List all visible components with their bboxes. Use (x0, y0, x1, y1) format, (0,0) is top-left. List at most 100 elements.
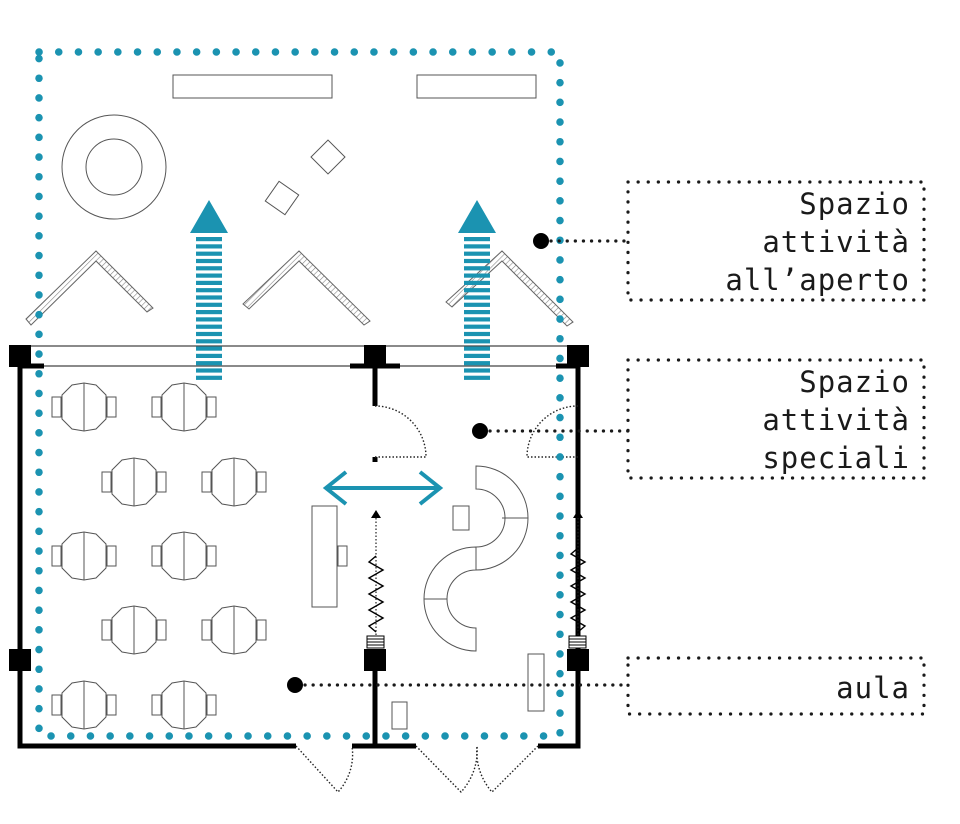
legend-outdoor-line2: attività (762, 225, 910, 259)
arrow-stripe (196, 346, 222, 351)
arrow-stripe (464, 280, 490, 285)
column (9, 649, 31, 671)
arrow-stripe (464, 368, 490, 373)
arrow-stripe (464, 361, 490, 366)
arrow-stripe (464, 375, 490, 380)
tent-structure (25, 250, 154, 326)
legend-special: Spazio attività speciali (472, 358, 926, 480)
arrow-stripe (196, 361, 222, 366)
door-swing (526, 405, 579, 458)
curved-bench (423, 546, 477, 652)
up-arrow-icon (458, 200, 496, 380)
arrow-stripe (196, 368, 222, 373)
tent-structure (242, 250, 371, 326)
arrow-stripe (464, 346, 490, 351)
column (364, 649, 386, 671)
door-swing (374, 405, 427, 458)
desk-group (51, 382, 117, 432)
arrow-stripe (196, 237, 222, 242)
column (9, 345, 31, 367)
legend: Spazio attività all’aperto Spazio attivi… (287, 180, 926, 716)
legend-special-line2: attività (762, 403, 910, 437)
leader-dot (533, 233, 549, 249)
arrow-stripe (196, 302, 222, 307)
desk-group (51, 531, 117, 581)
legend-outdoor: Spazio attività all’aperto (533, 180, 926, 302)
arrow-stripe (196, 258, 222, 264)
desk-group (101, 457, 167, 507)
folding-partition (367, 555, 385, 633)
desk-group (201, 605, 267, 655)
arrow-stripe (196, 288, 222, 293)
arrow-stripe (464, 310, 490, 315)
column (567, 345, 589, 367)
outdoor-space-boundary (35, 48, 564, 740)
desk-group (51, 680, 117, 730)
arrow-stripe (464, 339, 490, 344)
outdoor-area (25, 74, 574, 327)
curved-bench (475, 465, 529, 571)
folding-partition (569, 547, 587, 633)
desk-group (151, 680, 217, 730)
arrow-stripe (196, 295, 222, 300)
space-boundaries (35, 48, 564, 740)
arrow-stripe (464, 302, 490, 307)
arrow-stripe (196, 317, 222, 322)
desk-group (101, 605, 167, 655)
outdoor-bench (172, 74, 333, 99)
legend-special-line3: speciali (762, 441, 910, 475)
arrow-stripe (196, 339, 222, 344)
folding-partitions (366, 510, 587, 649)
column (364, 345, 386, 367)
legend-box (626, 358, 926, 480)
round-table-inner (85, 138, 143, 196)
arrow-stripe (464, 266, 490, 271)
arrow-stripe (196, 331, 222, 337)
small-table (452, 505, 470, 531)
arrow-stripe (464, 317, 490, 322)
arrow-stripe (196, 280, 222, 285)
double-arrow-icon (322, 470, 444, 506)
arrow-stripe (196, 353, 222, 358)
exterior-wall (17, 356, 296, 749)
legend-classroom-line1: aula (836, 671, 910, 705)
arrow-stripe (464, 237, 490, 242)
legend-classroom: aula (287, 656, 926, 716)
desk-group (201, 457, 267, 507)
arrow-stripe (196, 324, 222, 329)
classroom-desks (51, 382, 348, 730)
leader-dot (472, 423, 488, 439)
track-arrow-icon (573, 510, 583, 518)
door-swing (295, 745, 354, 794)
arrow-stripe (464, 244, 490, 249)
legend-outdoor-line1: Spazio (799, 187, 910, 221)
legend-box (626, 180, 926, 302)
legend-box (626, 656, 926, 716)
track-arrow-icon (371, 510, 381, 518)
arrow-stripe (464, 251, 490, 256)
desk-group (151, 382, 217, 432)
exterior-wall (538, 356, 581, 749)
outdoor-stool (310, 139, 346, 175)
arrow-stripe (196, 266, 222, 271)
special-activities-furniture (391, 465, 545, 730)
arrow-stripe (196, 310, 222, 315)
teacher-desk (311, 505, 338, 608)
flow-arrows (190, 200, 496, 506)
teacher-chair (337, 545, 348, 567)
doors (295, 405, 579, 794)
door-swing (476, 745, 539, 794)
column (567, 649, 589, 671)
arrow-stripe (464, 258, 490, 264)
up-arrow-icon (190, 200, 228, 380)
arrow-stripe (464, 273, 490, 278)
legend-special-line1: Spazio (799, 365, 910, 399)
arrow-stripe (196, 273, 222, 278)
outdoor-bench (416, 74, 537, 99)
round-table (61, 114, 167, 220)
arrow-stripe (196, 375, 222, 380)
small-cabinet (391, 701, 408, 730)
outdoor-stool (264, 180, 300, 216)
walls (9, 345, 589, 749)
cabinet (527, 653, 545, 712)
